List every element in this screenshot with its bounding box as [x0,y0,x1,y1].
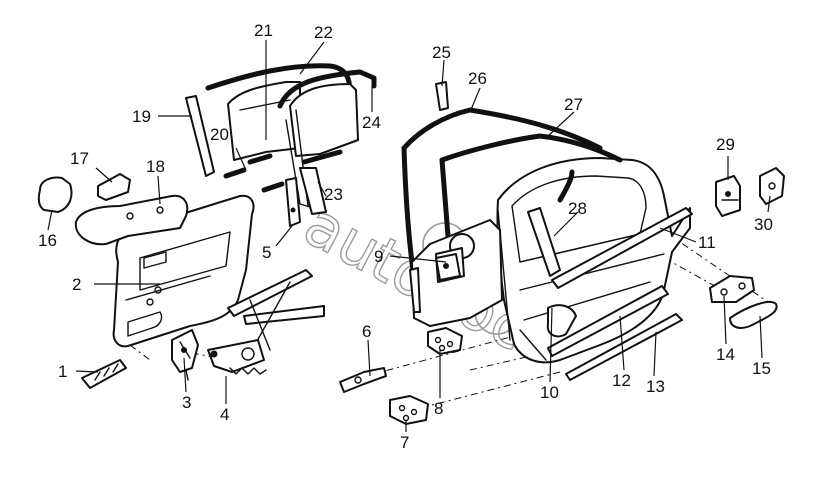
callout-14: 14 [716,345,735,364]
callout-4: 4 [220,405,229,424]
part-23-rear-channel [299,167,327,215]
part-29-lock-mechanism [715,175,741,217]
callout-5: 5 [262,243,271,262]
leader-lines [47,40,771,432]
callout-26: 26 [468,69,487,88]
callout-29: 29 [716,135,735,154]
part-17-switch-cover [97,173,131,201]
callout-28: 28 [568,199,587,218]
part-28-interior-seal [527,169,575,277]
callout-6: 6 [362,322,371,341]
callout-8: 8 [434,399,443,418]
callout-7: 7 [400,433,409,452]
callout-15: 15 [752,359,771,378]
part-18-arm-rest [74,194,189,246]
callout-16: 16 [38,231,57,250]
callout-21: 21 [254,21,273,40]
callout-17: 17 [70,149,89,168]
part-9-door-lock [435,253,461,281]
part-14-handle-bracket [709,275,755,303]
callout-19: 19 [132,107,151,126]
callout-22: 22 [314,23,333,42]
callout-10: 10 [540,383,559,402]
part-22-upper-channel [205,63,353,95]
part-20-glass-seals [223,149,343,193]
callout-3: 3 [182,393,191,412]
part-11-outer-belt-strip [551,207,693,289]
callout-20: 20 [210,125,229,144]
callout-labels: 1 2 3 4 5 6 7 8 9 10 11 12 13 14 15 16 1… [38,21,773,452]
part-19-front-channel [185,95,215,177]
callout-9: 9 [374,247,383,266]
callout-12: 12 [612,371,631,390]
callout-13: 13 [646,377,665,396]
part-7-lower-hinge [389,395,429,425]
part-15-outer-handle [729,300,778,329]
part-16-window-switch [37,176,73,213]
part-8-upper-hinge [427,327,463,355]
part-3-window-motor [171,329,199,381]
part-24-door-glass [277,69,377,211]
callout-23: 23 [324,185,343,204]
part-6-striker [339,367,387,393]
part-5-guide-bracket [285,177,301,227]
part-30-striker-plate [759,167,785,205]
callout-25: 25 [432,43,451,62]
callout-1: 1 [58,362,67,381]
callout-24: 24 [362,113,381,132]
part-1-lock-actuator [81,359,127,389]
callout-11: 11 [698,233,716,252]
part-25-guide-strip [435,81,449,111]
callout-30: 30 [754,215,773,234]
part-13-lower-moulding [565,313,683,381]
callout-2: 2 [72,275,81,294]
part-4-window-regulator [207,269,325,375]
callout-27: 27 [564,95,583,114]
callout-18: 18 [146,157,165,176]
